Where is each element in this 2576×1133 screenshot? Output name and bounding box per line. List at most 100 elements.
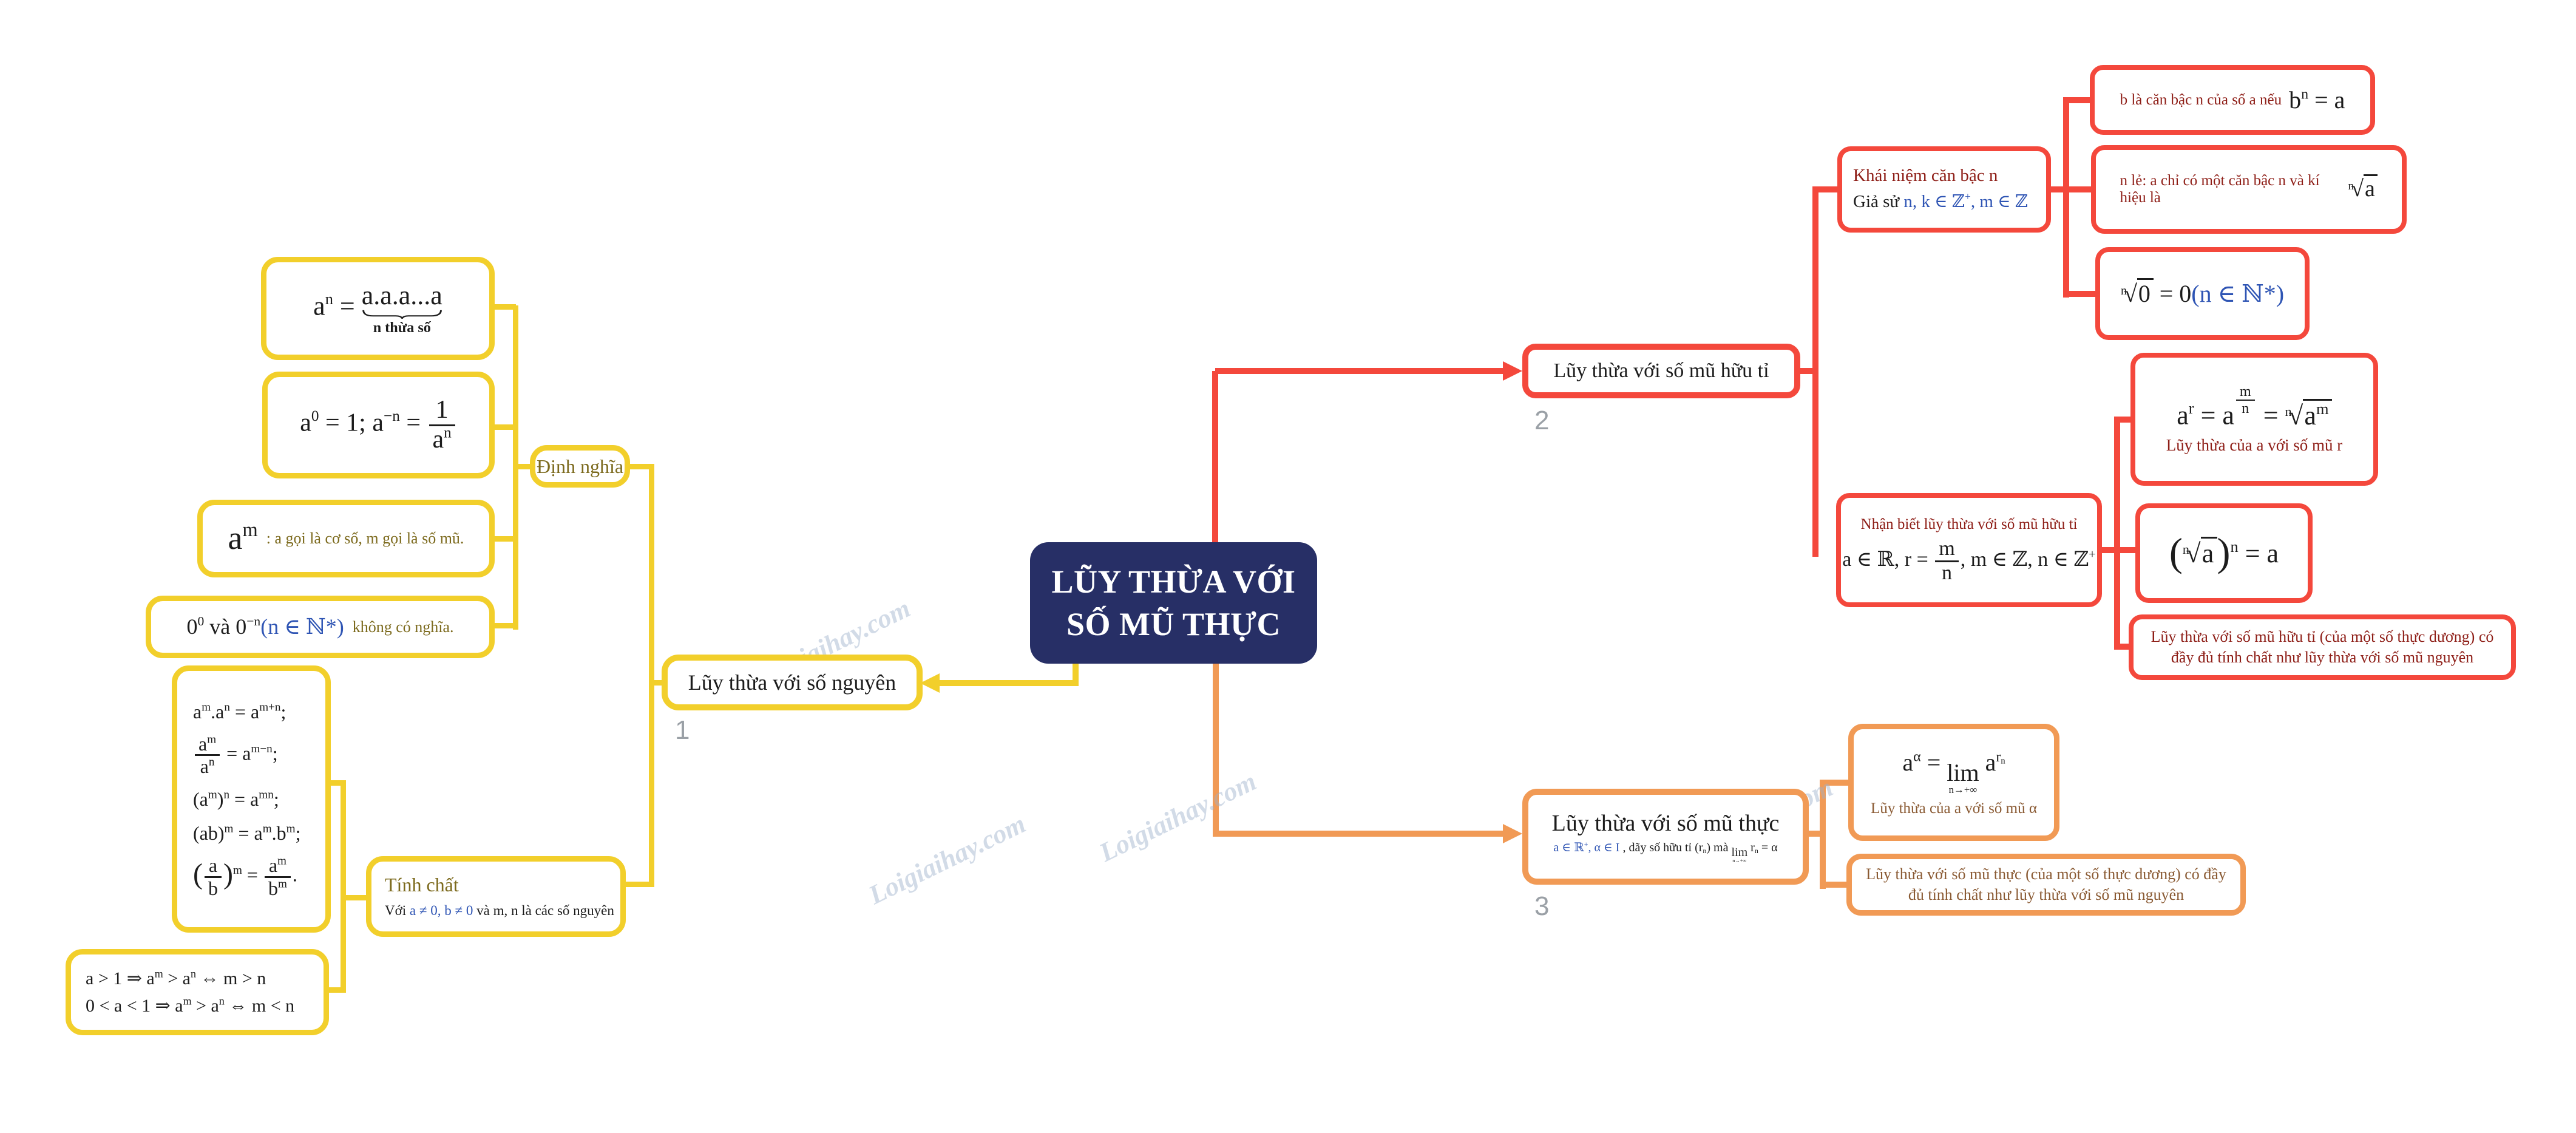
connector-line [345,895,367,900]
central-topic-node[interactable]: LŨY THỪA VỚI SỐ MŨ THỰC [1030,542,1317,664]
branch-node-real-exponent[interactable]: Lũy thừa với số mũ thực a ∈ ℝ+, α ∈ I , … [1522,789,1809,885]
formula-b-power-n: bn = a [2289,86,2345,114]
connector-line [1212,371,1218,543]
connector-line [1215,368,1505,374]
rational-power-note: Lũy thừa với số mũ hữu tỉ (của một số th… [2151,628,2494,666]
rational-power-caption: Lũy thừa của a với số mũ r [2166,435,2343,454]
connector-line [1812,186,1818,557]
leaf-no-meaning[interactable]: 00 và 0−n(n ∈ ℕ*) không có nghĩa. [146,596,495,658]
root-definition-text: b là căn bậc n của số a nếu [2120,91,2282,108]
formula-root-power-identity: (n√a)n = a [2169,529,2279,574]
connector-line [2069,97,2091,103]
branch-index-2: 2 [1534,406,1550,435]
connector-line [626,882,650,887]
connector-line [1806,831,1823,837]
formula-nth-root-a: n√a [2348,174,2378,204]
subnode-label: Định nghĩa [536,455,624,477]
monotonic-formula-2: 0 < a < 1 ⇒ am > an ⇔ m < n [86,995,295,1016]
branch-node-label: Lũy thừa với số mũ hữu tỉ [1553,359,1769,382]
monotonic-formula-1: a > 1 ⇒ am > an ⇔ m > n [86,967,266,988]
connector-line [649,464,654,887]
connector-line [329,987,342,993]
connector-line [1073,662,1079,686]
connector-line [1826,882,1848,888]
branch-node-rational-exponent[interactable]: Lũy thừa với số mũ hữu tỉ [1522,344,1800,398]
connector-line [516,464,532,469]
limit-definition-caption: Lũy thừa của a với số mũ α [1871,800,2037,817]
branch-node-label: Lũy thừa với số mũ thực [1551,810,1780,836]
connector-line [2069,291,2096,297]
connector-line [341,780,346,993]
connector-line [1820,780,1826,889]
leaf-rational-power-note[interactable]: Lũy thừa với số mũ hữu tỉ (của một số th… [2129,614,2516,680]
connector-line [2114,417,2120,650]
connector-line [2051,186,2066,192]
connector-line [1215,831,1505,837]
properties-condition-note: Với a ≠ 0, b ≠ 0 và m, n là các số nguyê… [385,902,614,918]
subnode-label: Tính chất [385,873,459,896]
leaf-base-exponent-naming[interactable]: am : a gọi là cơ số, m gọi là số mũ. [197,500,495,577]
connector-line [492,623,516,628]
connector-line [630,464,654,469]
leaf-monotonicity[interactable]: a > 1 ⇒ am > an ⇔ m > n 0 < a < 1 ⇒ am >… [66,949,329,1035]
formula-assumption: Giả sử n, k ∈ ℤ+, m ∈ ℤ [1853,191,2029,212]
connector-line [1818,186,1838,192]
branch-index-1: 1 [675,715,690,745]
arrow-left-icon [920,673,940,693]
connector-line [2069,186,2092,192]
subnode-can-bac-n-concept[interactable]: Khái niệm căn bậc n Giả sử n, k ∈ ℤ+, m … [1837,146,2051,233]
connector-line [513,305,518,630]
branch-index-3: 3 [1534,891,1550,921]
connector-line [1213,664,1219,837]
connector-line [654,680,663,686]
connector-line [492,536,516,542]
formula-undefined-powers: 00 và 0−n(n ∈ ℕ*) [186,613,344,639]
leaf-odd-root[interactable]: n lẻ: a chỉ có một căn bậc n và kí hiệu … [2091,145,2407,234]
subnode-title: Nhận biết lũy thừa với số mũ hữu tỉ [1860,515,2078,532]
branch-node-integer-exponent[interactable]: Lũy thừa với số nguyên [662,655,923,710]
real-power-note: Lũy thừa với số mũ thực (của một số thực… [1866,865,2226,903]
connector-line [2102,547,2117,553]
connector-line [2120,547,2137,553]
property-formula-4: (ab)m = am.bm; [193,822,301,844]
connector-line [1826,780,1849,786]
formula-a-power-m: am [228,519,258,557]
watermark: Loigiaihay.com [1094,766,1261,868]
watermark: Loigiaihay.com [864,808,1031,911]
connector-line [492,304,516,310]
mindmap-title: LŨY THỪA VỚI SỐ MŨ THỰC [1051,563,1296,642]
leaf-root-power-identity[interactable]: (n√a)n = a [2135,503,2313,603]
real-exponent-subtitle: a ∈ ℝ+, α ∈ I , dãy số hữu tỉ (rn) mà li… [1553,839,1778,863]
leaf-root-definition[interactable]: b là căn bậc n của số a nếu bn = a [2090,65,2375,135]
formula-root-of-zero: n√0 = 0(n ∈ ℕ*) [2121,277,2284,309]
arrow-right-icon [1503,361,1522,381]
subnode-identify-rational-power[interactable]: Nhận biết lũy thừa với số mũ hữu tỉ a ∈ … [1836,493,2102,607]
connector-line [1800,368,1815,374]
subnode-dinh-nghia[interactable]: Định nghĩa [530,445,630,488]
connector-line [2120,417,2132,423]
subnode-tinh-chat[interactable]: Tính chất Với a ≠ 0, b ≠ 0 và m, n là cá… [366,856,626,937]
connector-line [2063,97,2069,298]
base-exponent-description: : a gọi là cơ số, m gọi là số mũ. [266,529,464,547]
no-meaning-description: không có nghĩa. [352,618,454,636]
connector-line [492,424,516,430]
property-formula-1: am.an = am+n; [193,700,286,723]
connector-line [2120,644,2130,650]
leaf-real-power-note[interactable]: Lũy thừa với số mũ thực (của một số thực… [1846,854,2246,916]
odd-root-text: n lẻ: a chỉ có một căn bậc n và kí hiệu … [2120,172,2320,206]
leaf-root-of-zero[interactable]: n√0 = 0(n ∈ ℕ*) [2095,247,2310,340]
branch-node-label: Lũy thừa với số nguyên [688,670,897,695]
connector-line [935,680,1076,686]
